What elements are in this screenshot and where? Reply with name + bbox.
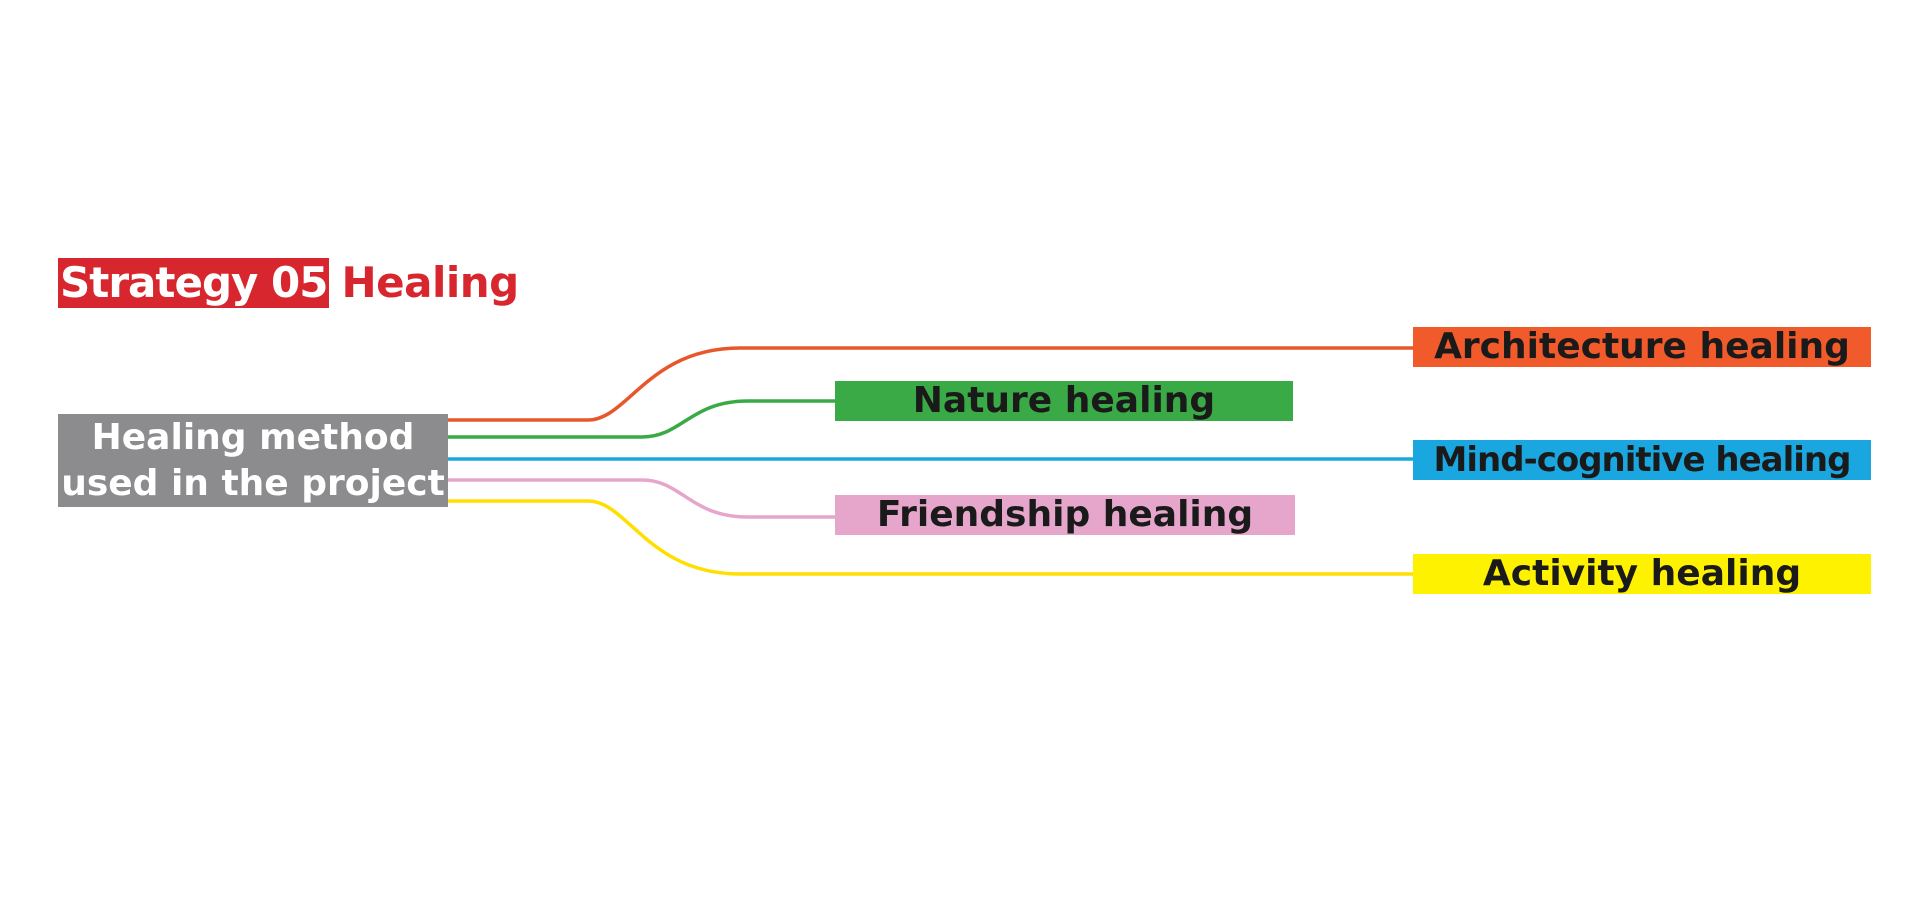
strategy-topic: Healing (341, 258, 519, 307)
connector-architecture (448, 346, 1413, 422)
root-line-2: used in the project (61, 463, 445, 504)
branch-architecture-healing: Architecture healing (1413, 327, 1871, 367)
root-line-1: Healing method (91, 417, 415, 458)
branch-nature-healing: Nature healing (835, 381, 1293, 421)
connector-friendship (448, 478, 835, 519)
root-node: Healing method used in the project (58, 414, 448, 507)
branch-activity-healing: Activity healing (1413, 554, 1871, 594)
strategy-label: Strategy 05 (58, 258, 330, 308)
connector-nature (448, 399, 835, 439)
branch-mind-cognitive-healing: Mind-cognitive healing (1413, 440, 1871, 480)
connector-activity (448, 499, 1413, 576)
branch-friendship-healing: Friendship healing (835, 495, 1295, 535)
